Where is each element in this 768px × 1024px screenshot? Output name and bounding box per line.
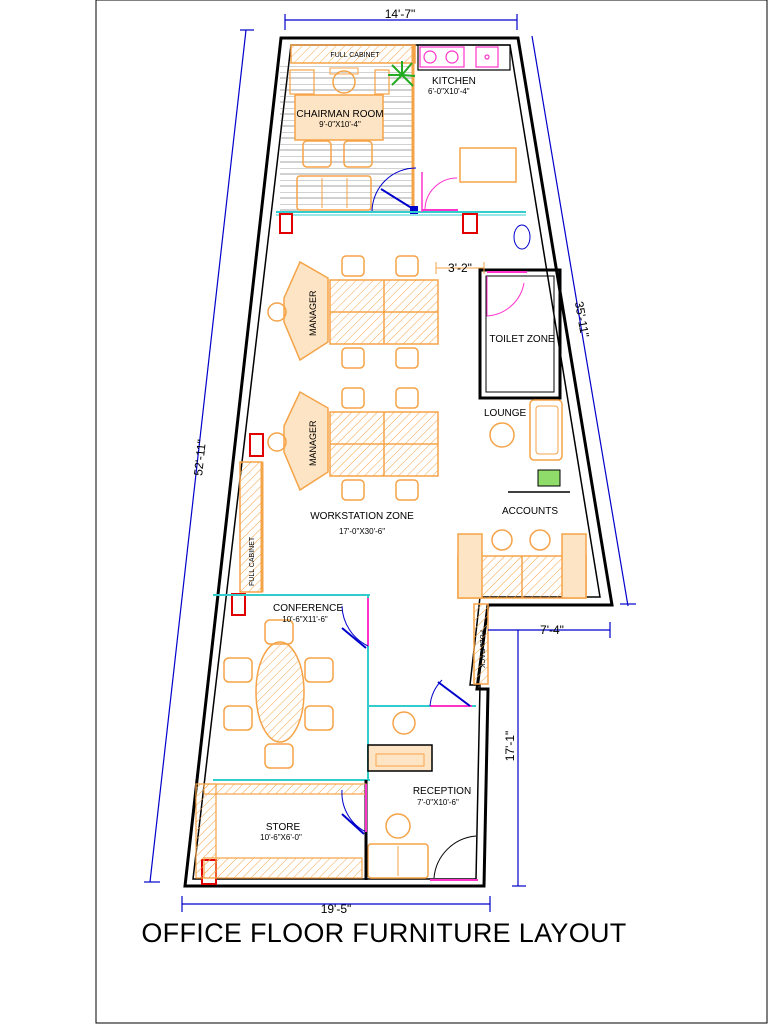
store-size: 10'-6"X6'-0": [260, 833, 302, 842]
dining-table: [459, 147, 517, 183]
kitchen-door-icon: [424, 177, 458, 211]
lounge-name: LOUNGE: [484, 408, 527, 419]
conference-table: [255, 641, 305, 743]
manager-desk-2: [283, 390, 329, 492]
toilet-door-icon: [486, 276, 525, 317]
chairman-sofa: [296, 175, 372, 211]
conference-name: CONFERENCE: [273, 603, 343, 614]
toilet-zone-name: TOILET ZONE: [489, 334, 555, 345]
conference-chairs: [223, 619, 334, 769]
store-name: STORE: [266, 822, 301, 833]
manager-label-1: MANAGER: [308, 290, 318, 336]
manager-label-2: MANAGER: [308, 420, 318, 466]
conference-size: 10'-6"X11'-6": [282, 615, 328, 624]
reception: RECEPTION 7'-0"X10'-6": [367, 679, 478, 881]
chairman-door-icon: [371, 167, 417, 213]
toilet-walls: [478, 268, 562, 400]
full-cabinet-top: [290, 44, 416, 64]
reception-size: 7'-0"X10'-6": [417, 798, 459, 807]
credenza: [374, 69, 390, 95]
full-rack: [473, 603, 489, 685]
lounge: LOUNGE: [484, 399, 570, 493]
workstation-zone: MANAGER MANAGER WORKSTATION ZONE 17'-0"X…: [267, 255, 439, 536]
page-frame: [95, 0, 768, 1024]
conference-door-icon: [341, 605, 369, 647]
lounge-planter: [537, 469, 561, 487]
full-cabinet-left-label: FULL CABINET: [249, 536, 256, 586]
reception-top-door-icon: [429, 679, 443, 707]
chairman-room-size: 9'-0"X10'-4": [319, 120, 361, 129]
page-title: OFFICE FLOOR FURNITURE LAYOUT: [141, 918, 627, 948]
workstation-cluster-2: MANAGER: [267, 387, 439, 501]
reception-chair: [392, 711, 416, 735]
reception-desk: [367, 744, 433, 772]
sink-icon: [475, 46, 499, 68]
kitchen: KITCHEN 6'-0"X10'-4": [417, 44, 517, 212]
dim-bottom-width: 19'-5": [321, 902, 352, 916]
plant-icon: [388, 61, 416, 87]
dim-right-upper: 35'-11": [572, 300, 592, 338]
stove-icon: [419, 46, 465, 68]
kitchen-size: 6'-0"X10'-4": [428, 87, 470, 96]
dim-corridor: 3'-2": [448, 261, 472, 275]
dim-step: 7'-4": [540, 623, 564, 637]
lounge-table: [489, 422, 515, 448]
dim-right-lower: 17'-1": [503, 731, 517, 762]
visitor-chair-2: [343, 140, 373, 168]
chairman-room: FULL CABINET CHAIRMAN ROOM 9'-0"X10'-4": [280, 44, 419, 214]
workstation-zone-name: WORKSTATION ZONE: [310, 511, 414, 522]
chairman-desk: [294, 94, 384, 141]
dim-top-width: 14'-7": [385, 7, 416, 21]
dimension-lines: [144, 14, 636, 912]
conference-room: CONFERENCE 10'-6"X11'-6": [213, 594, 370, 781]
lounge-sofa: [529, 399, 563, 461]
store: STORE 10'-6"X6'-0": [195, 780, 368, 880]
reception-name: RECEPTION: [413, 786, 471, 797]
manager-desk-1: [283, 260, 329, 362]
accounts-name: ACCOUNTS: [502, 506, 558, 517]
reception-sofa: [367, 843, 429, 879]
accounts: ACCOUNTS: [457, 506, 587, 599]
full-rack-label: FULL RACK: [478, 630, 485, 669]
dim-left-length: 52'-11": [191, 439, 209, 477]
chairman-chair: [332, 70, 356, 94]
chairman-room-name: CHAIRMAN ROOM: [296, 109, 383, 120]
workstation-zone-size: 17'-0"X30'-6": [339, 527, 385, 536]
full-cabinet-top-label: FULL CABINET: [330, 52, 380, 59]
kitchen-name: KITCHEN: [432, 76, 476, 87]
store-door-icon: [341, 789, 367, 833]
main-door-icon: [433, 835, 477, 879]
toilet-zone: TOILET ZONE: [478, 224, 562, 400]
visitor-chair-1: [302, 140, 332, 168]
reception-table: [385, 813, 411, 839]
corridor-dimension: [435, 262, 485, 274]
side-table: [289, 69, 315, 95]
wash-basin-icon: [513, 224, 531, 250]
workstation-cluster-1: MANAGER: [267, 255, 439, 369]
kitchen-counter: [417, 44, 511, 71]
store-shelf-bottom: [203, 857, 363, 879]
outer-walls: [183, 36, 614, 888]
